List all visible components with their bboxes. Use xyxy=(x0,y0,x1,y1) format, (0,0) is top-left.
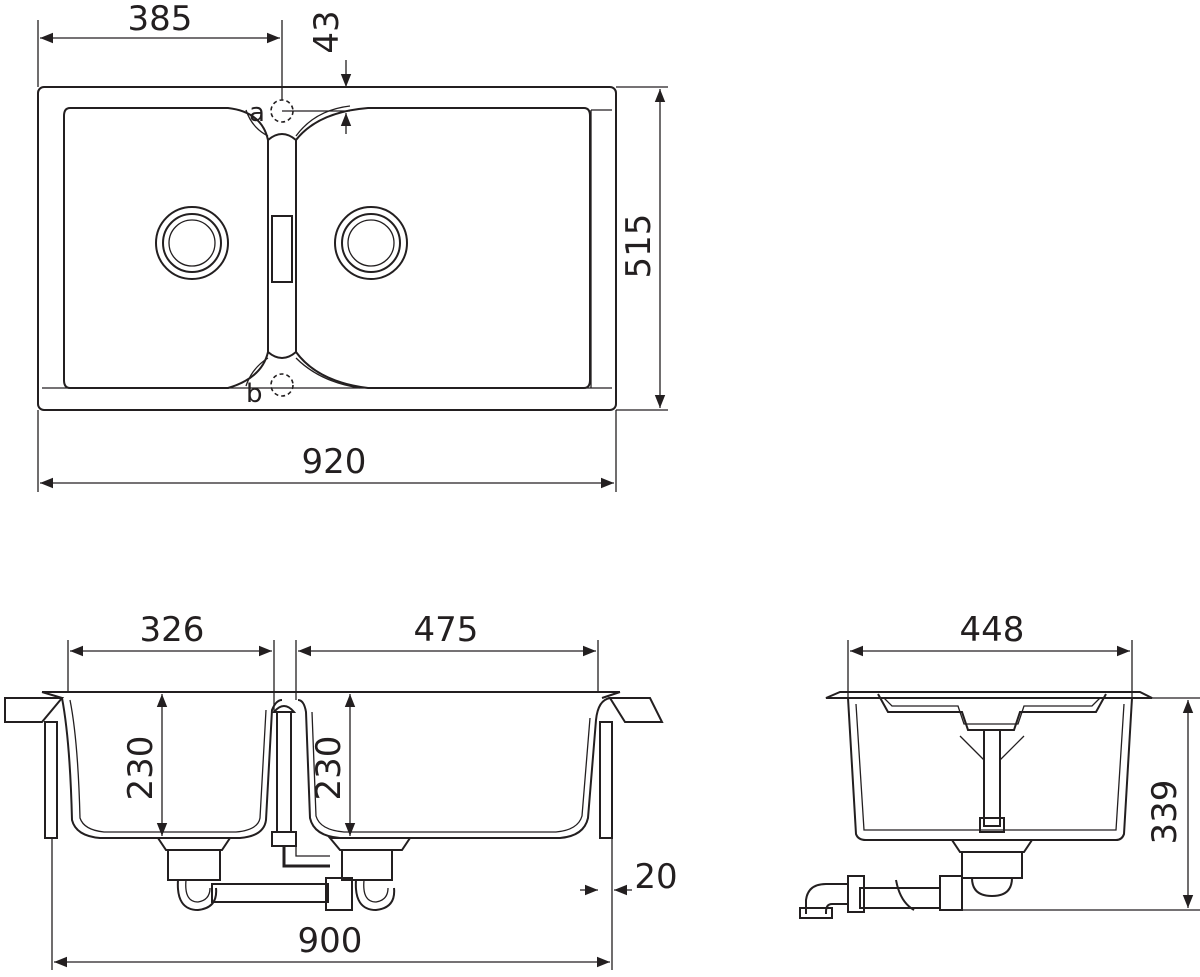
overflow-slot xyxy=(271,215,293,283)
tap-hole-a-label: a xyxy=(249,98,265,128)
dim-side-width: 448 xyxy=(960,610,1025,650)
left-bowl-outline xyxy=(63,107,269,389)
tap-hole-b-label: b xyxy=(246,379,263,409)
tap-hole-b-icon xyxy=(270,373,294,397)
top-view: a b 385 43 515 920 xyxy=(37,0,668,492)
dim-top-width: 920 xyxy=(302,442,367,482)
side-view: 448 339 xyxy=(799,610,1200,919)
dim-front-overall: 900 xyxy=(298,921,363,961)
countertop-left xyxy=(4,697,65,723)
dim-front-left-bowl: 326 xyxy=(140,610,205,650)
left-drain-icon xyxy=(155,206,229,280)
dim-front-right-depth: 230 xyxy=(309,736,349,801)
front-view: 326 475 230 230 20 900 xyxy=(4,610,678,970)
sink-outline xyxy=(37,86,617,411)
dim-front-rim: 20 xyxy=(634,857,677,897)
countertop-right xyxy=(608,697,664,723)
front-left-bowl xyxy=(61,697,283,839)
dim-tap-offset: 43 xyxy=(307,10,347,53)
dim-top-height: 515 xyxy=(619,214,659,279)
right-bowl-outline xyxy=(295,107,591,389)
front-right-trap xyxy=(325,837,412,912)
dim-front-right-bowl: 475 xyxy=(414,610,479,650)
connecting-pipe xyxy=(211,883,329,903)
right-drain-icon xyxy=(334,206,408,280)
front-right-bowl xyxy=(297,697,611,839)
front-left-trap xyxy=(156,837,232,912)
dim-side-height: 339 xyxy=(1145,780,1185,845)
dim-front-left-depth: 230 xyxy=(121,736,161,801)
dim-bowl-offset: 385 xyxy=(128,0,193,39)
